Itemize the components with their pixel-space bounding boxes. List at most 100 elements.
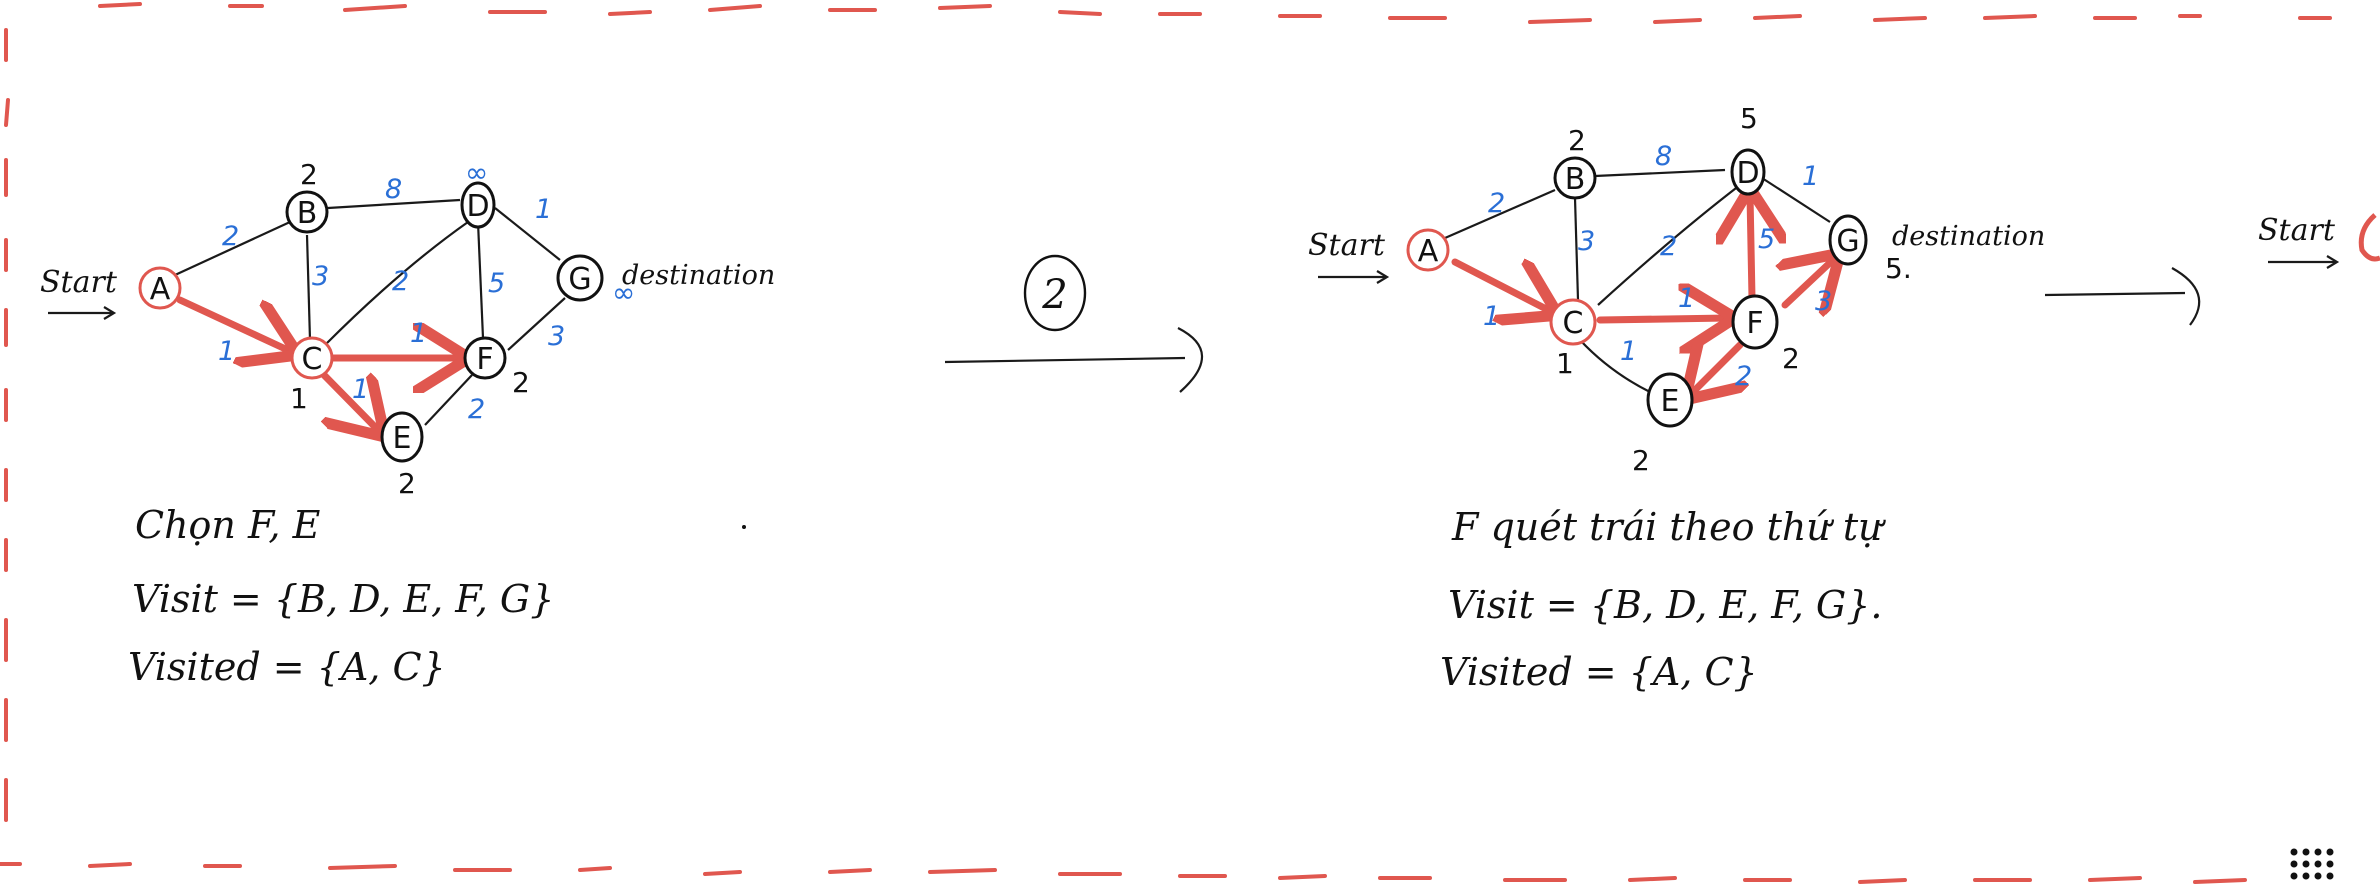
node-D: D <box>460 181 496 229</box>
weight-FG: 3 <box>548 321 565 352</box>
edge-EF <box>424 374 473 426</box>
weight-BD: 8 <box>1655 141 1672 172</box>
note-line-2: Visit = {B, D, E, F, G}. <box>1448 583 1883 627</box>
step-transition: 2 <box>944 254 1204 393</box>
weight-DG: 1 <box>1802 161 1819 192</box>
weight-DG: 1 <box>535 194 552 225</box>
partial-start-label: Start <box>2258 213 2336 248</box>
start-arrow-head <box>103 306 117 320</box>
node-label-A: A <box>1418 234 1439 269</box>
node-label-D: D <box>466 189 489 224</box>
edge-CF-highlight <box>1596 318 1728 320</box>
edge-AC-highlight <box>176 296 292 352</box>
node-label-F: F <box>476 342 493 377</box>
node-F: F <box>1731 294 1779 350</box>
node-label-C: C <box>302 342 323 377</box>
start-label: Start <box>40 265 118 300</box>
edge-AB <box>174 221 291 276</box>
node-C: C <box>1549 298 1597 346</box>
weight-CD: 2 <box>1660 231 1677 262</box>
dist-B: 2 <box>300 158 318 191</box>
weight-BD: 8 <box>385 174 402 205</box>
edge-DG <box>494 207 561 261</box>
weight-DF: 5 <box>1758 224 1775 255</box>
weight-BC: 3 <box>312 261 329 292</box>
dist-C: 1 <box>1556 347 1574 380</box>
right-notes: F quét trái theo thứ tự Visit = {B, D, E… <box>1440 505 1886 694</box>
edge-FG <box>507 297 566 351</box>
dist-G: 5. <box>1885 252 1912 285</box>
weight-EF: 2 <box>468 394 485 425</box>
node-A: A <box>138 266 182 310</box>
partial-node-highlight <box>2358 213 2380 262</box>
node-label-D: D <box>1736 156 1759 191</box>
weight-CE: 1 <box>1620 336 1637 367</box>
weight-CF: 1 <box>1678 283 1695 314</box>
top-dashed-border <box>98 2 2332 24</box>
node-E: E <box>1646 372 1694 428</box>
transition-arrow-head <box>1177 327 1204 393</box>
dist-G: ∞ <box>612 276 635 309</box>
dist-F: 2 <box>512 366 530 399</box>
dist-D: ∞ <box>465 156 488 189</box>
note-line-1: Chọn F, E <box>135 503 321 547</box>
node-label-C: C <box>1563 306 1584 341</box>
node-label-E: E <box>393 421 412 456</box>
grid-dots-icon[interactable] <box>2290 848 2334 880</box>
destination-label: destination <box>1892 221 2045 252</box>
left-graph: A B C D G F E 2 1 8 3 2 1 <box>40 156 775 500</box>
edge-AC-highlight <box>1451 262 1552 312</box>
dist-B: 2 <box>1568 124 1586 157</box>
node-B: B <box>285 190 329 234</box>
dist-D: 5 <box>1740 102 1758 135</box>
weight-AB: 2 <box>222 221 239 252</box>
weight-BC: 3 <box>1578 226 1595 257</box>
edge-DF <box>476 221 485 339</box>
dist-F: 2 <box>1782 342 1800 375</box>
partial-start-arrow-head <box>2326 255 2340 269</box>
left-notes: Chọn F, E Visit = {B, D, E, F, G} Visite… <box>128 503 746 689</box>
edge-FG-highlight <box>1785 258 1835 305</box>
node-B: B <box>1553 156 1597 200</box>
dist-E: 2 <box>398 467 416 500</box>
weight-CE: 1 <box>352 374 369 405</box>
node-label-A: A <box>150 272 171 307</box>
weight-AC: 1 <box>218 336 235 367</box>
node-label-G: G <box>568 262 591 297</box>
transition-arrow-shaft <box>944 356 1186 364</box>
node-label-B: B <box>297 196 318 231</box>
node-G: G <box>556 254 604 302</box>
note-line-3: Visited = {A, C} <box>128 645 446 689</box>
node-F: F <box>463 336 507 380</box>
weight-CD: 2 <box>392 266 409 297</box>
edge-FD-highlight <box>1750 195 1752 302</box>
weight-EF: 2 <box>1735 361 1752 392</box>
step-badge-number: 2 <box>1041 272 1067 318</box>
edge-FE-highlight <box>1690 345 1740 395</box>
note-line-3: Visited = {A, C} <box>1440 650 1758 694</box>
dist-C: 1 <box>290 382 308 415</box>
edge-BC <box>305 234 312 341</box>
start-label: Start <box>1308 228 1386 263</box>
edge-CE-highlight <box>320 371 380 432</box>
weight-FG: 3 <box>1815 286 1832 317</box>
node-A: A <box>1406 228 1450 272</box>
destination-label: destination <box>622 260 775 291</box>
edge-CD <box>324 221 469 346</box>
left-dashed-border <box>4 28 10 822</box>
node-C: C <box>290 336 334 380</box>
edge-CE <box>1579 339 1651 393</box>
node-G: G <box>1828 214 1868 266</box>
edge-BD <box>327 198 461 210</box>
weight-AC: 1 <box>1483 301 1500 332</box>
next-arrow-head <box>2171 267 2201 326</box>
step-badge-circle <box>1023 254 1087 332</box>
note-line-1: F quét trái theo thứ tự <box>1451 505 1886 549</box>
weight-AB: 2 <box>1488 188 1505 219</box>
next-arrow-shaft <box>2044 291 2186 297</box>
note-line-2: Visit = {B, D, E, F, G} <box>132 577 554 621</box>
dist-E: 2 <box>1632 444 1650 477</box>
start-arrow-head <box>1376 270 1390 284</box>
node-label-G: G <box>1836 224 1859 259</box>
edge-DG <box>1761 177 1831 223</box>
